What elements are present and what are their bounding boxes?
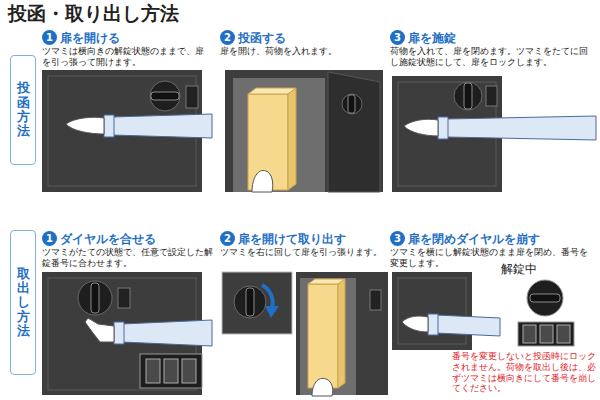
hand bbox=[85, 318, 114, 342]
turn-arrowhead bbox=[265, 306, 279, 318]
lock-knob bbox=[91, 283, 99, 313]
lock-knob bbox=[246, 288, 254, 316]
lock-knob bbox=[464, 83, 472, 109]
step-number: 2 bbox=[220, 30, 235, 45]
page-title: 投函・取り出し方法 bbox=[8, 1, 179, 25]
lock-base bbox=[234, 286, 266, 318]
lock-base bbox=[78, 281, 112, 315]
dial-wheel bbox=[540, 325, 553, 343]
door-frame bbox=[296, 272, 388, 395]
step-heading: 扉を閉めダイヤルを崩す bbox=[408, 231, 540, 247]
turn-arrow bbox=[262, 285, 273, 308]
open-door bbox=[328, 72, 380, 192]
dial-inset bbox=[518, 322, 574, 346]
sleeve bbox=[446, 116, 596, 140]
step-number: 3 bbox=[390, 30, 405, 45]
step-heading: 扉を開けて取り出す bbox=[238, 231, 346, 247]
step-body: 荷物を入れて、扉を閉めます。ツマミをたてに回し施錠状態にして、扉をロックします。 bbox=[390, 46, 596, 69]
lock-base bbox=[150, 81, 180, 111]
dial bbox=[486, 86, 497, 106]
step-number: 3 bbox=[390, 231, 405, 246]
step-body: ツマミは横向きの解錠状態のままで、扉を引っ張って開けます。 bbox=[42, 46, 204, 69]
dial bbox=[370, 290, 381, 310]
section-band: 取出し方法 bbox=[10, 230, 36, 375]
dial-wheel bbox=[557, 325, 570, 343]
step-heading: 扉を施錠 bbox=[408, 30, 456, 46]
warning-note: 番号を変更しないと投函時にロックされません。荷物を取出し後は、必ずツマミは横向き… bbox=[452, 351, 598, 394]
step-block: 2扉を開けて取り出すツマミを右に回して扉を引っ張ります。 bbox=[220, 228, 386, 258]
cuff bbox=[114, 322, 124, 344]
package-side bbox=[338, 279, 345, 388]
cuff bbox=[104, 115, 114, 137]
section-label: 投函方法 bbox=[17, 81, 30, 138]
step-number: 1 bbox=[42, 30, 57, 45]
step-body: ツマミを右に回して扉を引っ張ります。 bbox=[220, 247, 386, 258]
hand bbox=[66, 117, 104, 134]
step-block: 3扉を施錠荷物を入れて、扉を閉めます。ツマミをたてに回し施錠状態にして、扉をロッ… bbox=[390, 27, 596, 69]
dial bbox=[118, 288, 130, 308]
dial-inset bbox=[140, 354, 202, 388]
step-block: 1扉を開けるツマミは横向きの解錠状態のままで、扉を引っ張って開けます。 bbox=[42, 27, 204, 69]
door-panel bbox=[392, 272, 472, 350]
sleeve bbox=[122, 320, 212, 346]
dial-wheel bbox=[523, 325, 536, 343]
package-top bbox=[248, 88, 296, 94]
step-body: ツマミがたての状態で、任意で設定した解錠番号に合わせます。 bbox=[42, 247, 214, 270]
dial-wheel bbox=[146, 359, 160, 383]
door-frame bbox=[225, 70, 383, 192]
door-opening bbox=[300, 278, 356, 395]
cuff bbox=[438, 117, 448, 139]
hand bbox=[402, 316, 428, 332]
step-heading: 扉を開ける bbox=[60, 30, 120, 46]
section-label: 取出し方法 bbox=[17, 267, 30, 338]
step-number: 2 bbox=[220, 231, 235, 246]
step-block: 1ダイヤルを合せるツマミがたての状態で、任意で設定した解錠番号に合わせます。 bbox=[42, 228, 214, 270]
package bbox=[308, 284, 338, 388]
step-block: 3扉を閉めダイヤルを崩すツマミを横にし解錠状態のまま扉を閉め、番号を変更します。 bbox=[390, 228, 596, 270]
cuff bbox=[428, 314, 438, 335]
hand bbox=[404, 119, 438, 136]
dial-wheel bbox=[164, 359, 178, 383]
step-block: 2投函する扉を開け、荷物を入れます。 bbox=[220, 27, 386, 57]
sleeve bbox=[112, 114, 212, 138]
door-opening bbox=[233, 78, 325, 192]
lock-base bbox=[342, 94, 362, 114]
package-side bbox=[288, 88, 296, 190]
step-heading: ダイヤルを合せる bbox=[60, 231, 156, 247]
hand bbox=[312, 378, 333, 396]
sleeve bbox=[436, 315, 500, 336]
lock-knob bbox=[348, 95, 355, 113]
dial-wheel bbox=[182, 359, 196, 383]
lock-base bbox=[527, 280, 563, 316]
section-band: 投函方法 bbox=[10, 55, 36, 165]
lock-base bbox=[454, 82, 482, 110]
step-heading: 投函する bbox=[238, 30, 286, 46]
status-label: 解錠中 bbox=[500, 262, 538, 277]
dial bbox=[186, 86, 198, 108]
hand bbox=[252, 170, 273, 192]
lock-knob bbox=[530, 294, 560, 302]
package-top bbox=[308, 279, 345, 284]
step-body: ツマミを横にし解錠状態のまま扉を閉め、番号を変更します。 bbox=[390, 247, 596, 270]
lock-knob bbox=[151, 92, 179, 100]
knob-inset bbox=[222, 272, 292, 334]
step-body: 扉を開け、荷物を入れます。 bbox=[220, 46, 386, 57]
step-number: 1 bbox=[42, 231, 57, 246]
